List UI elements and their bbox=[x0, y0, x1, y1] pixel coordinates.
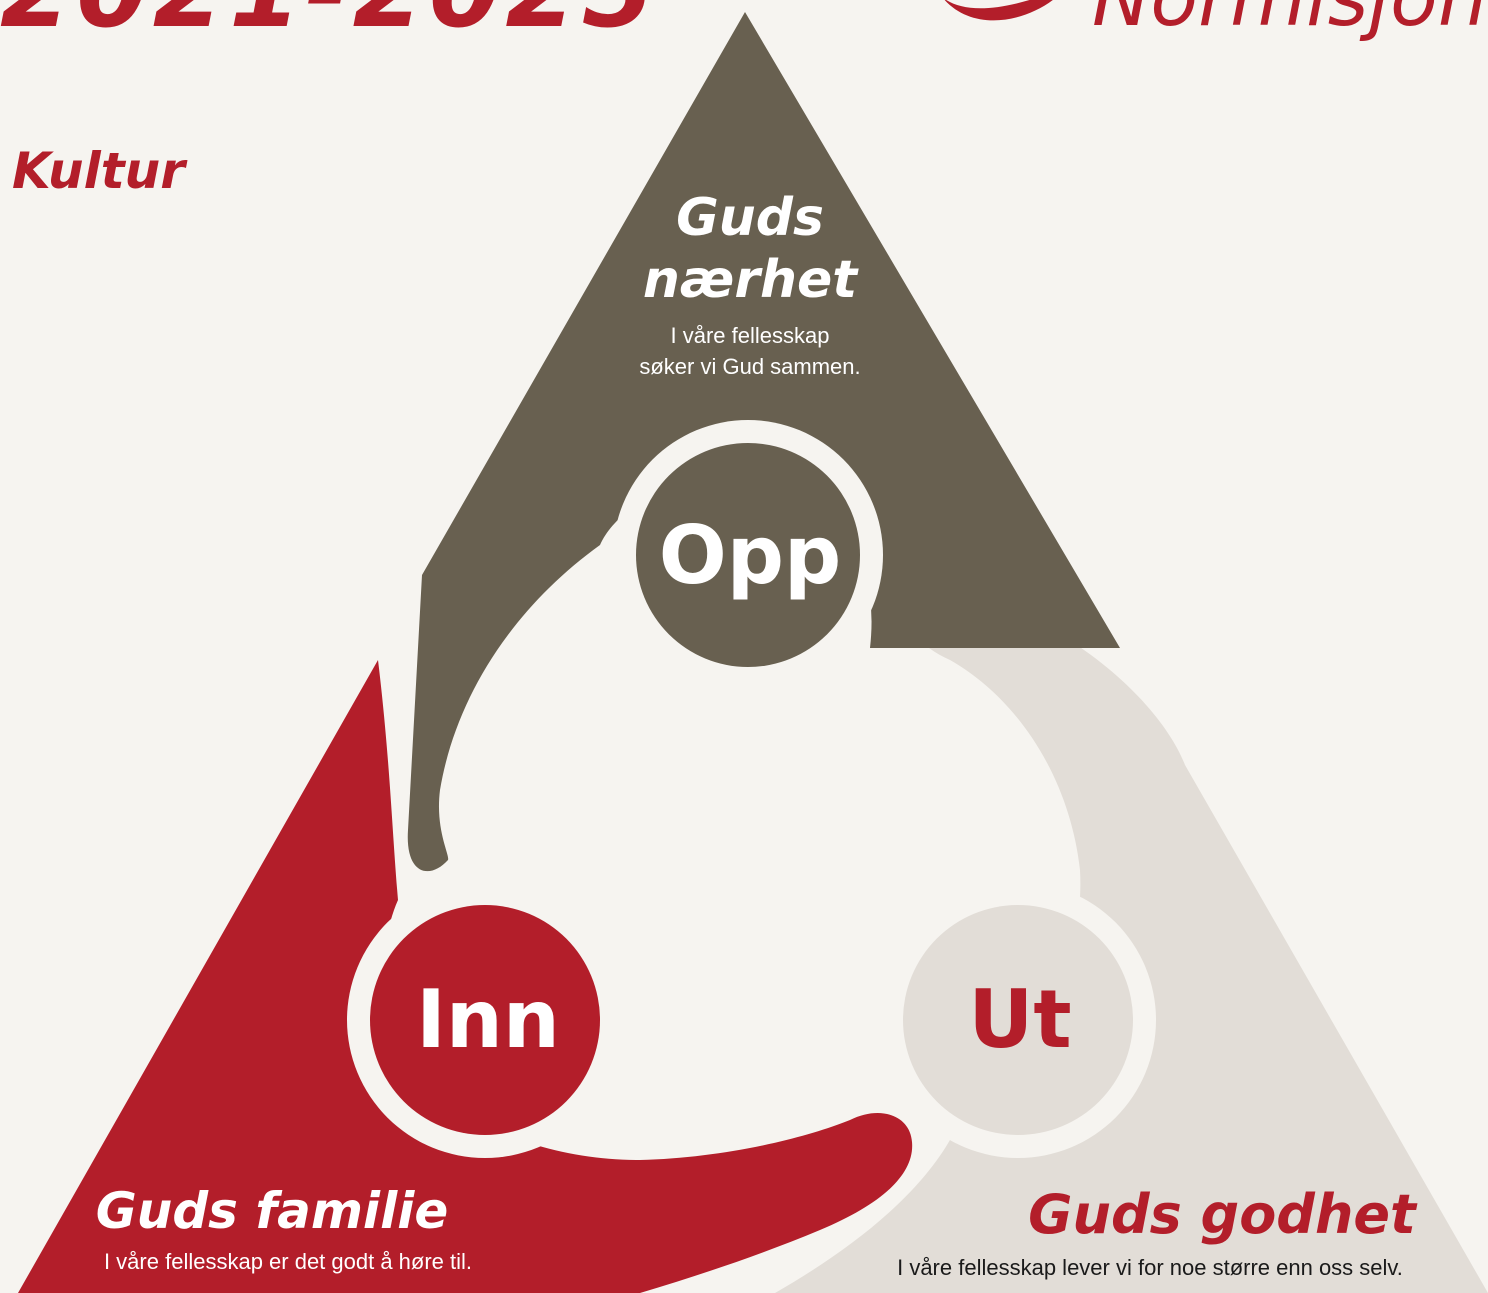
inn-body: I våre fellesskap er det godt å høre til… bbox=[103, 1249, 473, 1274]
opp-circle-fill bbox=[636, 443, 860, 667]
ut-title: Guds godhet bbox=[1028, 1183, 1416, 1246]
inn-title: Guds familie bbox=[95, 1182, 449, 1240]
opp-title-line1: Guds bbox=[676, 188, 824, 248]
section-label: Kultur bbox=[12, 142, 185, 200]
opp-title-line2: nærhet bbox=[642, 250, 858, 310]
opp-body-line2: søker vi Gud sammen. bbox=[639, 354, 861, 379]
ut-label: Ut bbox=[968, 973, 1072, 1066]
brand-name: Normisjon bbox=[1092, 0, 1487, 38]
opp-label: Opp bbox=[658, 509, 842, 602]
ut-segment-shape bbox=[775, 588, 1488, 1293]
ut-circle-fill bbox=[903, 905, 1133, 1135]
opp-body-line1: I våre fellesskap bbox=[670, 323, 830, 348]
normisjon-logo-icon bbox=[944, 0, 1053, 21]
inn-circle-fill bbox=[370, 905, 600, 1135]
ut-body: I våre fellesskap lever vi for noe størr… bbox=[897, 1255, 1403, 1280]
inn-label: Inn bbox=[416, 973, 560, 1066]
period-heading: 2021-2025 bbox=[0, 0, 658, 42]
inn-segment-shape bbox=[18, 660, 913, 1293]
